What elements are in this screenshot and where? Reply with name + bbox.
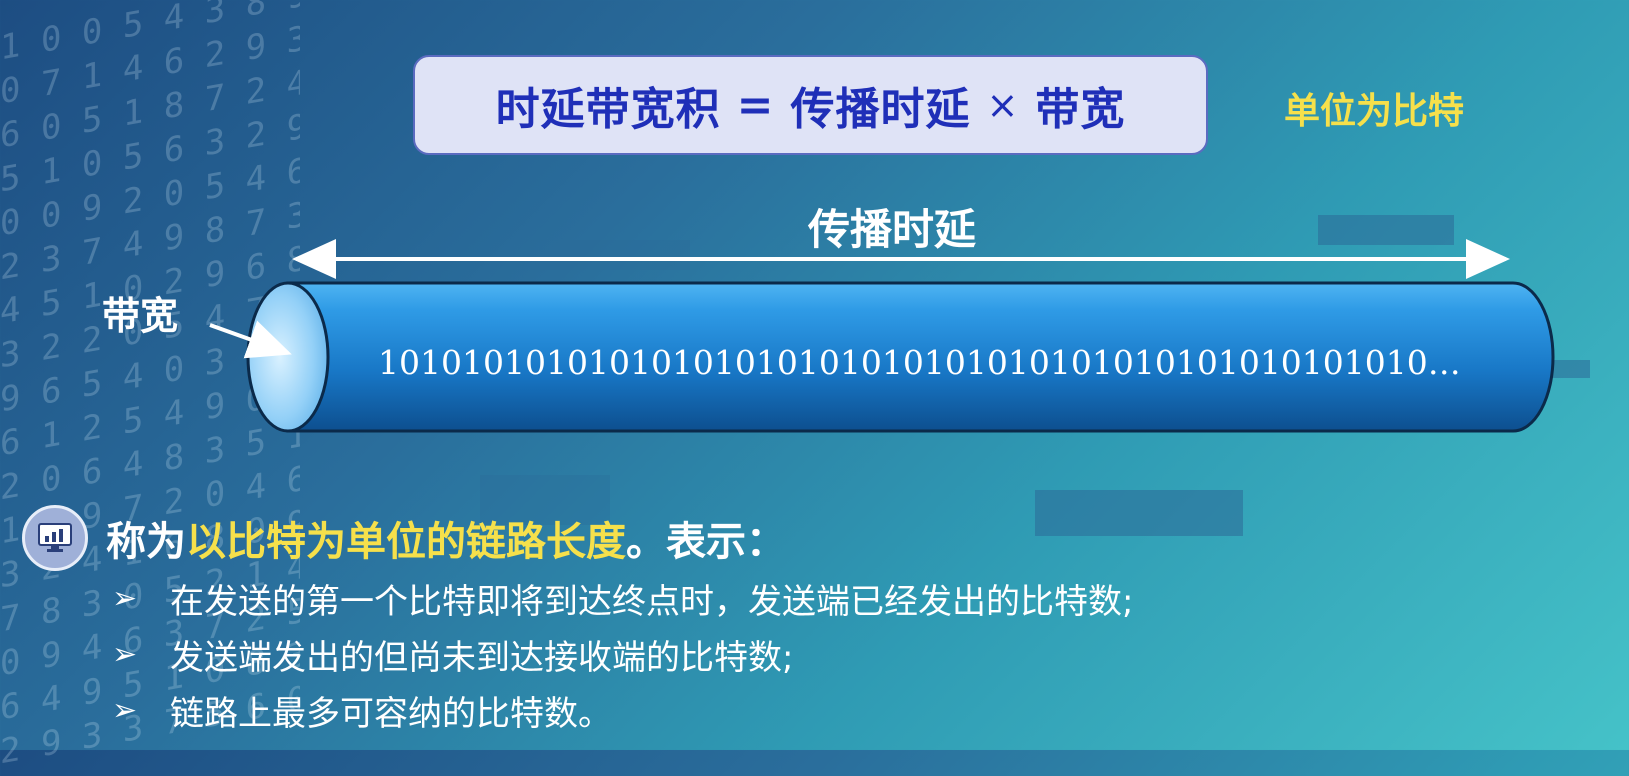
- formula-box: 时延带宽积 = 传播时延 × 带宽: [413, 55, 1208, 155]
- formula-times: ×: [986, 83, 1020, 127]
- formula-equals: =: [736, 79, 775, 131]
- definition-heading: 称为 以比特为单位的链路长度 。表示：: [22, 505, 786, 571]
- formula-lhs: 时延带宽积: [495, 84, 721, 135]
- bullet-arrow-icon: ➢: [112, 580, 138, 616]
- propagation-delay-label: 传播时延: [808, 205, 977, 254]
- formula-term-propagation-delay: 传播时延: [790, 84, 971, 135]
- bullet-text: 发送端发出的但尚未到达接收端的比特数;: [170, 637, 794, 678]
- heading-highlight: 以比特为单位的链路长度: [186, 519, 626, 565]
- formula-term-bandwidth: 带宽: [1035, 84, 1126, 135]
- background-block: [1035, 490, 1243, 536]
- bullet-text: 链路上最多可容纳的比特数。: [170, 693, 612, 734]
- bandwidth-label: 带宽: [102, 294, 179, 338]
- bullet-arrow-icon: ➢: [112, 636, 138, 672]
- heading-suffix: 。表示：: [626, 519, 786, 565]
- unit-note: 单位为比特: [1284, 91, 1465, 132]
- background-block: [480, 475, 610, 525]
- pipe-cross-section: [246, 281, 330, 433]
- heading-prefix: 称为: [106, 519, 186, 565]
- list-item: ➢ 发送端发出的但尚未到达接收端的比特数;: [112, 626, 1133, 682]
- bullet-list: ➢ 在发送的第一个比特即将到达终点时，发送端已经发出的比特数; ➢ 发送端发出的…: [112, 570, 1133, 738]
- pipe-body: [286, 281, 1555, 433]
- bullet-text: 在发送的第一个比特即将到达终点时，发送端已经发出的比特数;: [170, 581, 1134, 622]
- monitor-chart-icon: [22, 505, 88, 571]
- bandwidth-pointer-arrow: [209, 320, 292, 359]
- bit-stream: 1010101010101010101010101010101010101010…: [378, 343, 1461, 382]
- list-item: ➢ 链路上最多可容纳的比特数。: [112, 682, 1133, 738]
- bullet-arrow-icon: ➢: [112, 692, 138, 728]
- pipe-diagram: [209, 239, 1555, 433]
- list-item: ➢ 在发送的第一个比特即将到达终点时，发送端已经发出的比特数;: [112, 570, 1133, 626]
